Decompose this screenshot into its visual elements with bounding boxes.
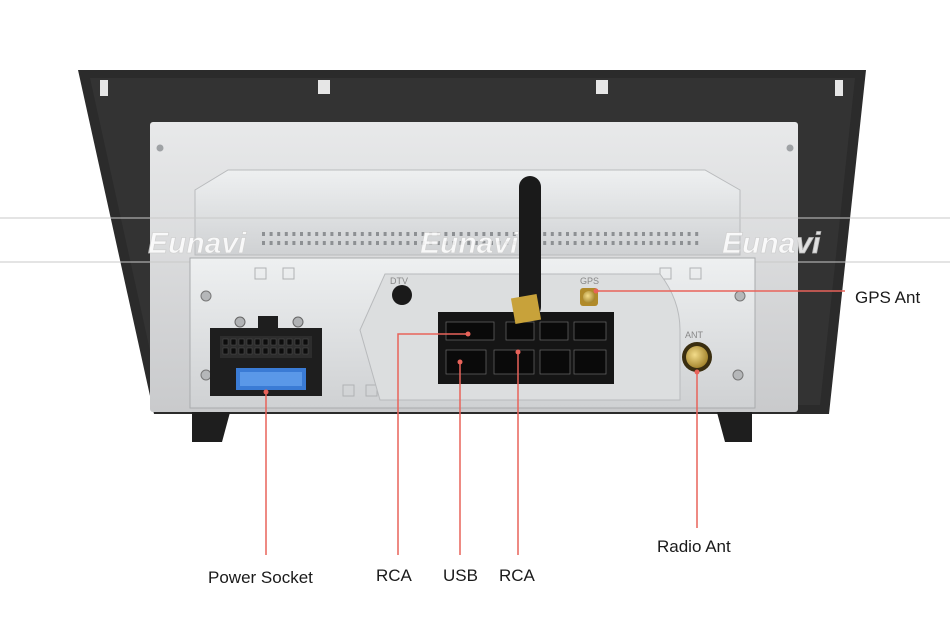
callout-lines — [265, 290, 845, 555]
multi-connector-block — [438, 312, 614, 384]
dtv-port: DTV — [390, 276, 412, 305]
callout-dots — [263, 288, 700, 395]
wifi-antenna — [510, 176, 542, 325]
top-housing — [194, 169, 741, 256]
gps-label: GPS — [580, 276, 599, 286]
power-socket-connector — [210, 316, 322, 396]
radio-ant-port: ANT — [682, 330, 712, 372]
ant-label: ANT — [685, 330, 704, 340]
watermark-left: Eunavi — [148, 227, 247, 260]
dtv-label: DTV — [390, 276, 408, 286]
watermark-band: Eunavi Eunavi Eunavi — [0, 217, 950, 263]
rca-right-label: RCA — [499, 566, 535, 585]
radio-ant-label: Radio Ant — [657, 537, 731, 556]
rca-left-line — [397, 333, 468, 555]
gps-ant-label: GPS Ant — [855, 288, 921, 307]
watermark-center: Eunavi — [420, 227, 519, 260]
gps-port: GPS — [580, 276, 599, 306]
rca-left-label: RCA — [376, 566, 412, 585]
power-socket-label: Power Socket — [208, 568, 313, 587]
watermark-right: Eunavi — [722, 227, 821, 260]
usb-label: USB — [443, 566, 478, 585]
